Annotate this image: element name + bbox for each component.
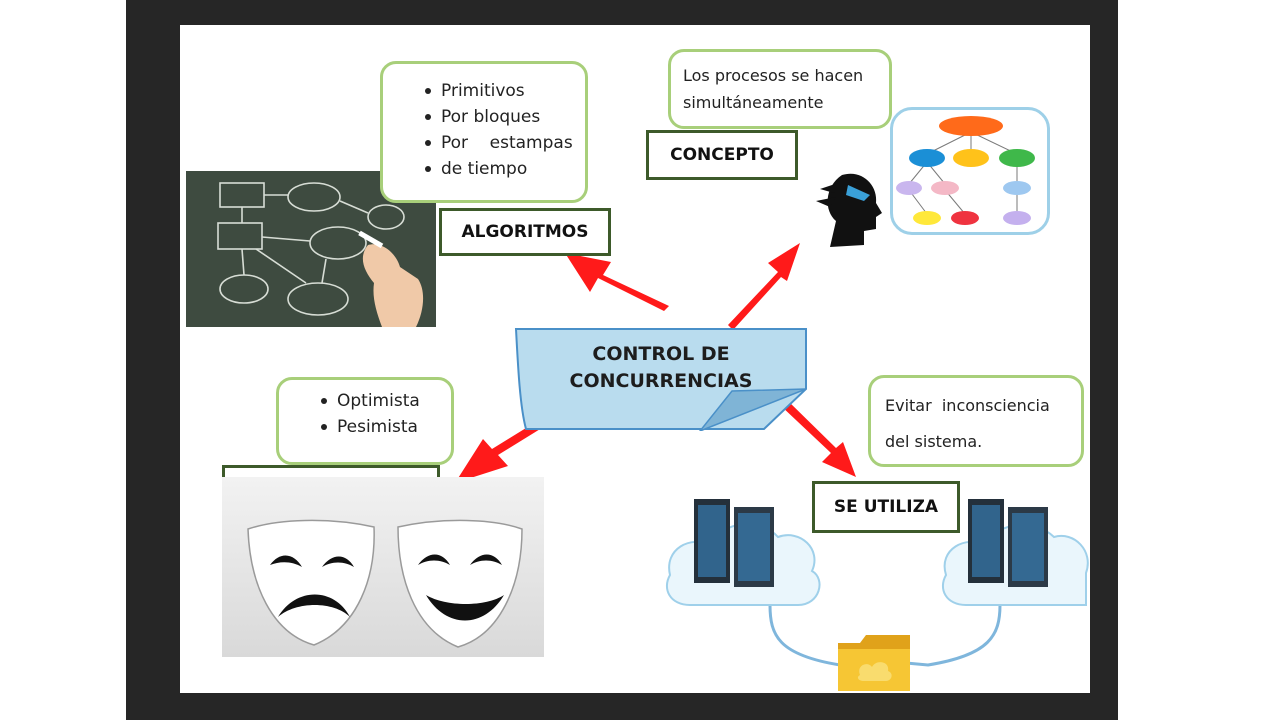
se-utiliza-label: SE UTILIZA xyxy=(812,481,960,533)
center-note-shape xyxy=(514,328,807,431)
server-left-icon xyxy=(694,499,774,587)
list-item: Por estampas xyxy=(425,130,575,156)
concepto-label: CONCEPTO xyxy=(646,130,798,180)
list-item: Pesimista xyxy=(321,414,451,440)
se-utiliza-text-line1: Evitar inconsciencia xyxy=(885,396,1050,415)
list-item: Por bloques xyxy=(425,104,575,130)
center-node: CONTROL DE CONCURRENCIAS xyxy=(514,327,808,431)
list-item: Primitivos xyxy=(425,78,575,104)
server-cloud-image xyxy=(665,499,1089,691)
soluciones-bubble: Optimista Pesimista xyxy=(276,377,454,465)
thinking-head-icon xyxy=(816,173,882,247)
algoritmos-label: ALGORITMOS xyxy=(439,208,611,256)
algoritmos-list: Primitivos Por bloques Por estampas de t… xyxy=(415,78,575,182)
list-item-continuation: de tiempo xyxy=(425,156,575,182)
center-title: CONTROL DE CONCURRENCIAS xyxy=(514,341,808,395)
thought-bubble xyxy=(890,107,1050,235)
folder-icon xyxy=(838,635,910,691)
arrow-to-concepto xyxy=(728,243,800,330)
arrow-to-se-utiliza xyxy=(780,399,856,477)
center-title-line1: CONTROL DE xyxy=(592,343,730,365)
hierarchy-tree-icon xyxy=(896,116,1035,225)
se-utiliza-text-line2: del sistema. xyxy=(885,432,983,451)
soluciones-list: Optimista Pesimista xyxy=(311,388,451,440)
center-title-line2: CONCURRENCIAS xyxy=(569,370,753,392)
drama-masks-image xyxy=(222,477,544,657)
concept-map-canvas: Primitivos Por bloques Por estampas de t… xyxy=(180,25,1090,693)
concepto-text-line1: Los procesos se hacen xyxy=(683,66,864,85)
list-item: Optimista xyxy=(321,388,451,414)
server-right-icon xyxy=(968,499,1048,587)
flowchart-drawing-icon xyxy=(217,182,424,327)
algoritmos-bubble: Primitivos Por bloques Por estampas de t… xyxy=(380,61,588,203)
hand-icon xyxy=(358,230,424,327)
concepto-text-line2: simultáneamente xyxy=(683,93,824,112)
concepto-bubble: Los procesos se hacen simultáneamente xyxy=(668,49,892,129)
se-utiliza-bubble: Evitar inconsciencia del sistema. xyxy=(868,375,1084,467)
drama-masks-icon xyxy=(247,519,523,648)
arrow-to-algoritmos xyxy=(565,253,669,311)
